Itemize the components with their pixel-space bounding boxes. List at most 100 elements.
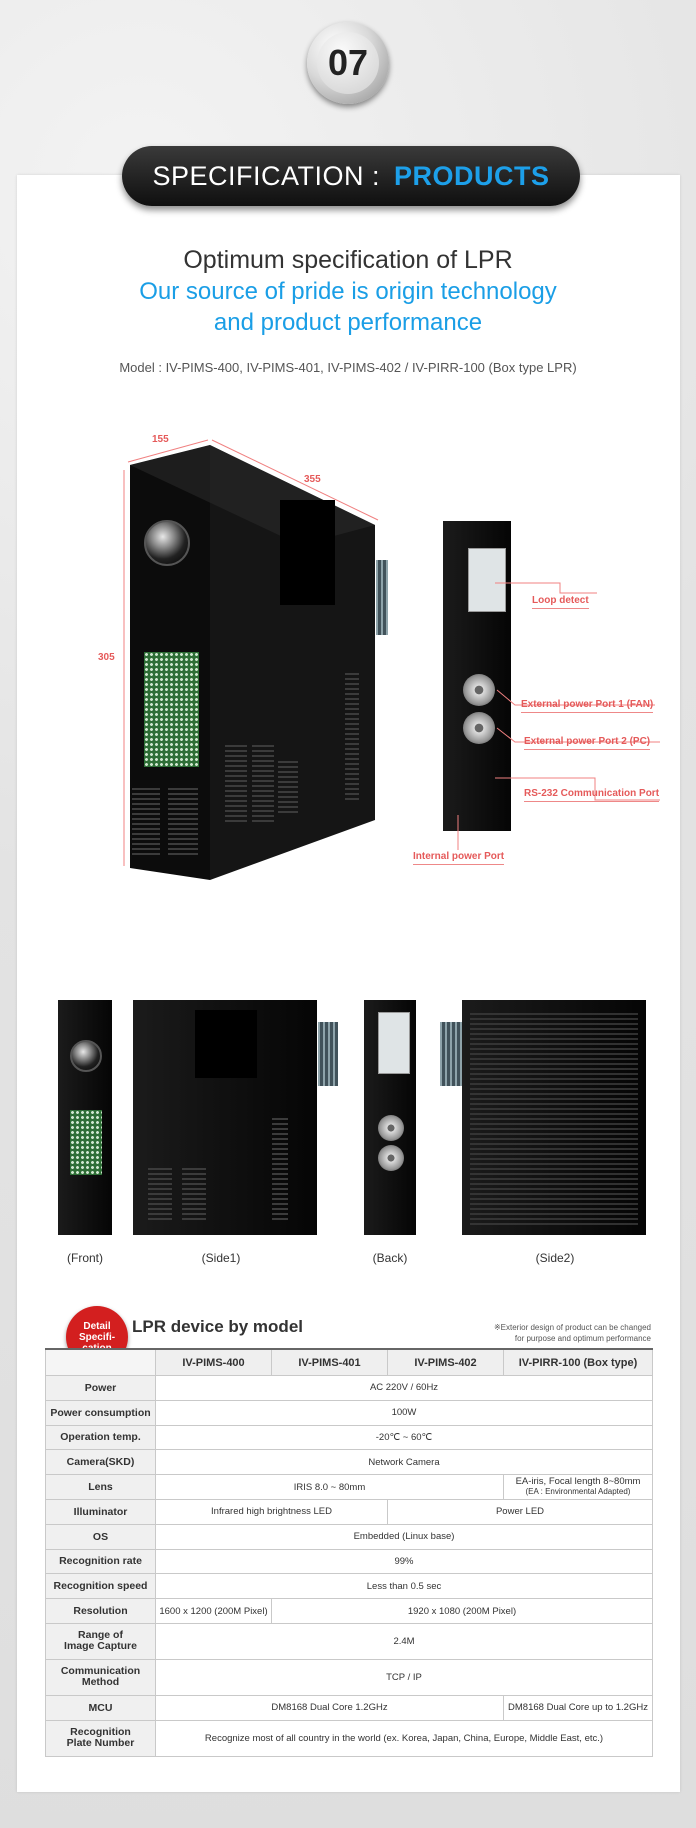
plate-label-line1: Recognition [70,1726,131,1739]
section-number-badge: 07 [307,22,389,104]
row-value-plate: Recognize most of all country in the wor… [155,1719,653,1757]
section-title: LPR device by model [132,1317,303,1336]
row-value-temp: -20℃ ~ 60℃ [155,1424,653,1451]
table-corner-cell [45,1348,156,1376]
back-view-pcb [378,1012,410,1074]
camera-lens-icon [144,520,190,566]
table-row: Camera(SKD)Network Camera [45,1449,653,1476]
banner-text-specification: SPECIFICATION : [152,160,380,191]
row-label-illuminator: Illuminator [45,1498,156,1525]
col-header-pims-401: IV-PIMS-401 [271,1348,388,1376]
side1-fan [318,1022,338,1086]
caption-side2: (Side2) [535,1251,575,1265]
table-row: Operation temp.-20℃ ~ 60℃ [45,1424,653,1451]
back-view-port-1-icon [378,1115,404,1141]
side1-window [195,1010,257,1078]
row-value-speed: Less than 0.5 sec [155,1573,653,1600]
front-vent-left [132,785,160,855]
side-fan [376,560,388,635]
caption-front: (Front) [67,1251,103,1265]
row-value-resolution-a: 1600 x 1200 (200M Pixel) [155,1598,272,1624]
row-label-rate: Recognition rate [45,1548,156,1575]
dimension-width: 155 [152,434,169,445]
row-value-comm: TCP / IP [155,1658,653,1696]
side1-vent-b [182,1165,206,1220]
col-header-pims-400: IV-PIMS-400 [155,1348,272,1376]
note-line-2: for purpose and optimum performance [514,1334,651,1343]
comm-label-line2: Method [81,1676,120,1689]
row-value-lens-b: EA-iris, Focal length 8~80mm(EA : Enviro… [503,1474,653,1500]
side2-fan [440,1022,462,1086]
side-vent-3 [278,758,298,813]
row-label-consumption: Power consumption [45,1399,156,1426]
row-value-resolution-b: 1920 x 1080 (200M Pixel) [271,1598,653,1624]
side1-vent-c [272,1115,288,1220]
comm-label-line1: Communication [60,1665,141,1678]
dimension-depth: 355 [304,474,321,485]
callout-line-port1 [496,689,655,706]
led-illuminator-panel [144,652,199,767]
callout-line-loop [495,582,597,594]
banner-text-products: PRODUCTS [394,160,550,191]
callout-line-port2 [496,727,660,743]
row-value-rate: 99% [155,1548,653,1575]
back-view-port-2-icon [378,1145,404,1171]
intro-title: Optimum specification of LPR [183,246,513,274]
back-pcb [468,548,506,612]
row-value-power: AC 220V / 60Hz [155,1375,653,1401]
row-value-mcu-a: DM8168 Dual Core 1.2GHz [155,1694,504,1721]
caption-side1: (Side1) [201,1251,241,1265]
col-header-pirr-100: IV-PIRR-100 (Box type) [503,1348,653,1376]
dim-line-depth [211,439,379,521]
dimension-height: 305 [98,652,115,663]
row-label-speed: Recognition speed [45,1573,156,1600]
row-label-mcu: MCU [45,1694,156,1721]
side-vent-2 [252,742,274,822]
lens-b-line1: EA-iris, Focal length 8~80mm [515,1476,641,1488]
row-value-mcu-b: DM8168 Dual Core up to 1.2GHz [503,1694,653,1721]
front-view-lens-icon [70,1040,102,1072]
row-label-camera: Camera(SKD) [45,1449,156,1476]
table-header-row: IV-PIMS-400 IV-PIMS-401 IV-PIMS-402 IV-P… [45,1348,653,1376]
caption-back: (Back) [372,1251,408,1265]
model-list: Model : IV-PIMS-400, IV-PIMS-401, IV-PIM… [119,360,577,375]
callout-rs232-port: RS-232 Communication Port [524,788,660,802]
callout-line-rs232 [495,777,660,801]
side-vent-1 [225,742,247,822]
front-view-led-panel [70,1110,102,1175]
row-value-os: Embedded (Linux base) [155,1523,653,1550]
callout-loop-detect: Loop detect [532,595,589,609]
intro-subtitle-line2: and product performance [213,309,483,336]
row-value-camera: Network Camera [155,1449,653,1476]
section-banner: SPECIFICATION : PRODUCTS [122,146,580,206]
row-value-consumption: 100W [155,1399,653,1426]
spec-table: IV-PIMS-400 IV-PIMS-401 IV-PIMS-402 IV-P… [45,1348,653,1757]
row-value-illuminator-a: Infrared high brightness LED [155,1498,388,1525]
row-label-os: OS [45,1523,156,1550]
side-vent-4 [345,670,359,800]
row-label-power: Power [45,1375,156,1401]
section-number: 07 [317,32,379,94]
callout-power-port-1: External power Port 1 (FAN) [521,699,654,713]
intro-subtitle-line1: Our source of pride is origin technology [139,278,557,305]
power-port-1-icon [463,674,495,706]
row-label-resolution: Resolution [45,1598,156,1624]
lens-b-line2: (EA : Environmental Adapted) [525,1487,631,1497]
callout-internal-power-port: Internal power Port [413,851,505,865]
front-vent-right [168,785,198,855]
